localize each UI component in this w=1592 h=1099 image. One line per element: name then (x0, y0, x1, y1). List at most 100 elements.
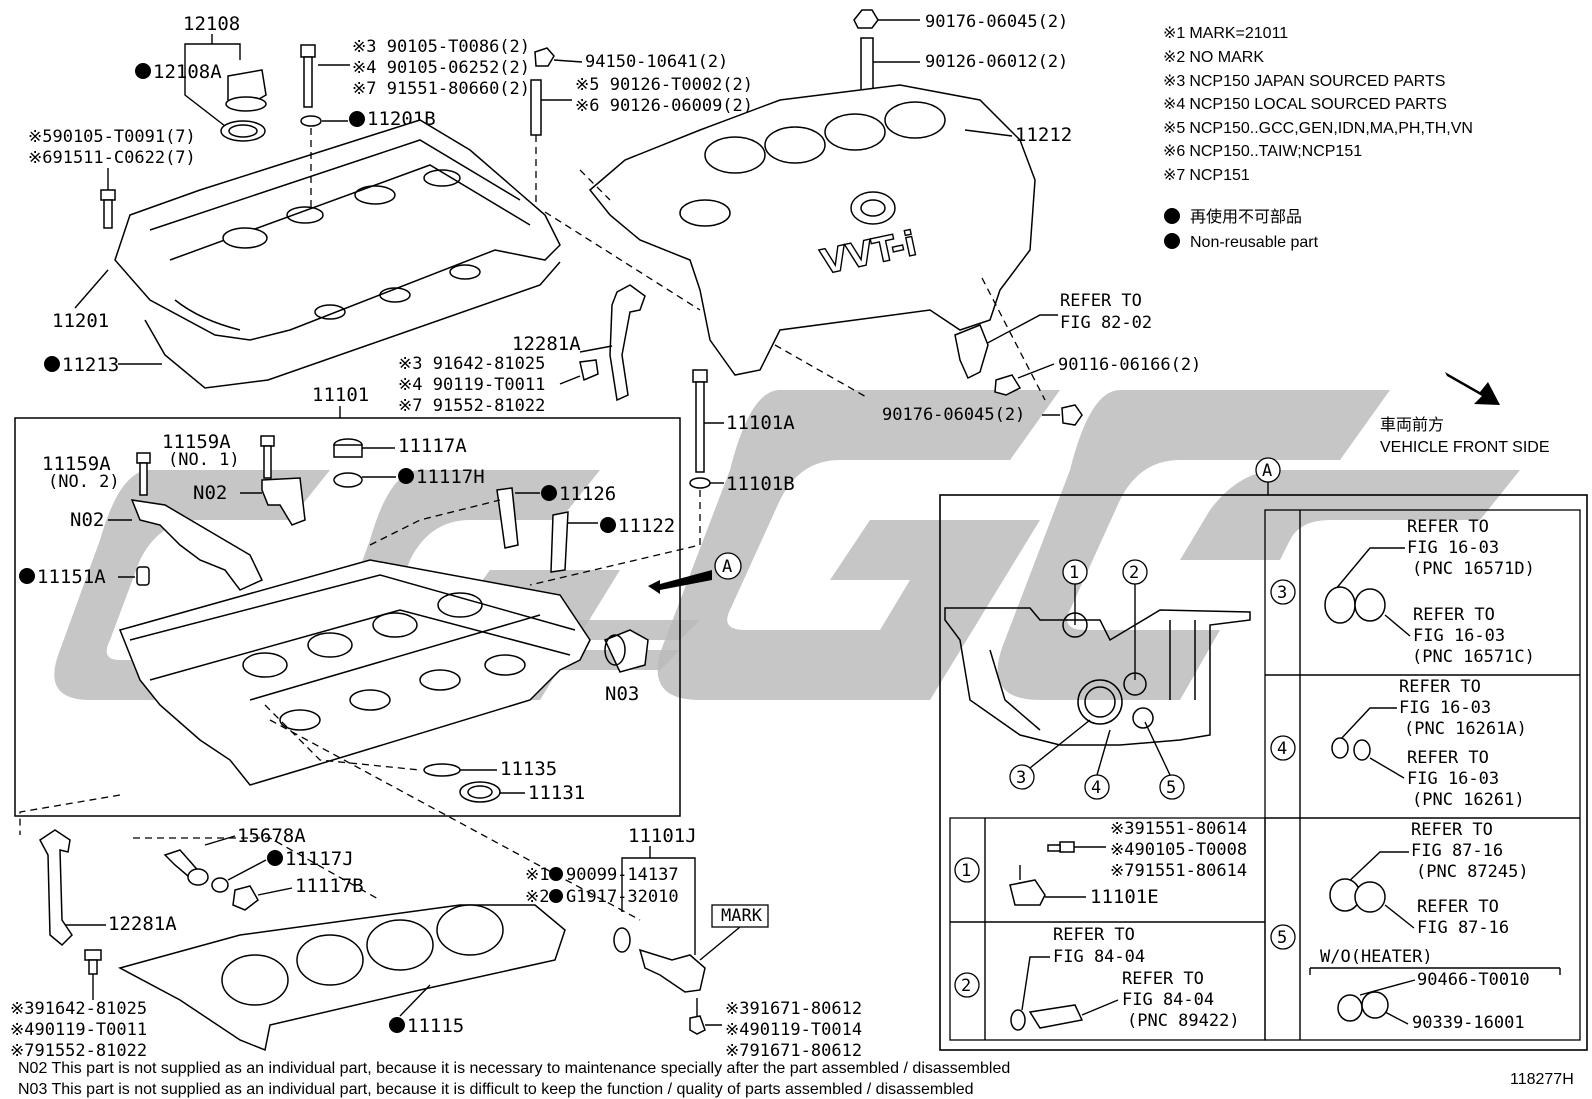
label-11201: 11201 (52, 310, 109, 332)
diagram-circle (398, 468, 414, 484)
label-r5: FIG 87-16 (1417, 918, 1509, 938)
label-p90119-t0014: ※490119-T0014 (725, 1020, 862, 1040)
diagram-ellipse (307, 632, 353, 658)
label-p90119-top: ※4 90119-T0011 (398, 375, 545, 395)
diagram-rect (263, 445, 272, 479)
note-5-text: NCP150..GCC,GEN,IDN,MA,PH,TH,VN (1189, 120, 1473, 137)
note-1-mark: ※1 (1163, 25, 1185, 42)
diagram-path (1334, 547, 1405, 591)
label-r6: (PNC 16261) (1412, 790, 1525, 810)
label-p90099: ※1 (525, 865, 549, 885)
diagram-path (174, 299, 241, 331)
diagram-path (689, 1015, 706, 1035)
note-5-mark: ※5 (1163, 120, 1185, 137)
label-p11101B: 11101B (726, 473, 795, 495)
front-arrow-icon (1445, 372, 1500, 405)
label-p90105-t0091: ※590105-T0091(7) (28, 127, 196, 147)
label-pN03: N03 (605, 683, 639, 705)
label-3: 4 (1091, 778, 1101, 798)
engine-cover-group: 90176-06045(2) 90126-06012(2) VVT-i 1121… (579, 9, 1072, 401)
note-4-text: NCP150 LOCAL SOURCED PARTS (1189, 96, 1447, 113)
label-11213: 11213 (62, 354, 119, 376)
vehicle-front-jp: 車両前方 (1380, 416, 1444, 434)
diagram-rect (692, 369, 708, 383)
diagram-circle (1270, 924, 1296, 950)
label-p15678A: 15678A (237, 825, 306, 847)
diagram-path (579, 345, 613, 353)
bearing-cap-no2 (130, 499, 264, 591)
label-c2: ※490105-T0008 (1110, 840, 1247, 860)
diagram-rect (84, 949, 102, 961)
diagram-circle (1159, 774, 1185, 800)
bracket-group: REFER TO FIG 82-02 90116-06166(2) 90176-… (882, 291, 1201, 426)
legend-dot-icon (1164, 233, 1180, 249)
diagram-rect (100, 189, 116, 201)
diagram-path (1265, 510, 1580, 1040)
label-p11126: 11126 (559, 483, 616, 505)
diagram-path (1384, 614, 1411, 637)
label-r2: FIG 16-03 (1407, 538, 1499, 558)
note-7-mark: ※7 (1163, 167, 1185, 184)
diagram-ellipse (1361, 991, 1389, 1019)
label-refer-82b: FIG 82-02 (1060, 313, 1152, 333)
note-6-text: NCP150..TAIW;NCP151 (1189, 143, 1362, 160)
diagram-circle (267, 850, 283, 866)
diagram-path (553, 59, 583, 63)
diagram-path (54, 470, 331, 700)
detail-a-panel: A 1 2 3 4 5 3 REFER (939, 457, 1588, 1051)
cylinder-head-cover (114, 119, 561, 341)
diagram-ellipse (222, 227, 268, 249)
diagram-circle (19, 568, 35, 584)
label-p11131: 11131 (528, 782, 585, 804)
diagram-ellipse (436, 904, 504, 956)
diagram-ellipse (604, 634, 626, 666)
label-r5: (PNC 89422) (1127, 1011, 1240, 1031)
diagram-path (169, 164, 531, 261)
diagram-text: ※4 90105-06252(2) (352, 58, 530, 78)
label-p90126-t0002: ※5 90126-T0002(2) (575, 75, 753, 95)
label-r3: REFER TO (1122, 969, 1204, 989)
diagram-path (133, 837, 381, 901)
diagram-ellipse (824, 113, 886, 151)
note-2-text: NO MARK (1189, 49, 1264, 66)
cylinder-head-group: 11101 12281A ※3 91642-81025 ※4 90119-T00… (19, 284, 795, 804)
diagram-ellipse (1354, 881, 1386, 913)
cover-bolt (300, 44, 316, 58)
cylinder-head (118, 559, 591, 786)
label-p91642-top: ※3 91642-81025 (398, 354, 545, 374)
seal-11131 (459, 781, 501, 803)
head-bolt (695, 381, 705, 473)
note-2-mark: ※2 (1163, 49, 1185, 66)
label-p91642-bot: ※391642-81025 (10, 999, 147, 1019)
label-0: 1 (961, 861, 971, 881)
label-r1: REFER TO (1053, 925, 1135, 945)
diagram-path (1169, 620, 1196, 700)
diagram-path (204, 835, 236, 846)
label-p11117B: 11117B (295, 875, 364, 897)
diagram-circle (1084, 686, 1116, 718)
label-r1: REFER TO (1399, 677, 1481, 697)
head-cover-gasket (144, 261, 561, 389)
diagram-text: ※1 (525, 865, 549, 885)
label-p90176-top: 90176-06045(2) (925, 12, 1068, 32)
diagram-path (1384, 1011, 1409, 1025)
head-bolt-washer (689, 477, 711, 489)
diagram-ellipse (221, 954, 289, 1006)
label-r4: REFER TO (1407, 748, 1489, 768)
diagram-rect (1264, 509, 1581, 1041)
diagram-rect (103, 199, 113, 229)
diagram-ellipse (423, 169, 461, 187)
diagram-rect (939, 494, 1588, 1051)
diagram-path (997, 390, 1390, 700)
sleeve-11126 (496, 487, 519, 549)
callout-a-circle (714, 552, 742, 580)
label-p11101A: 11101A (726, 412, 795, 434)
diagram-ellipse (366, 919, 434, 971)
diagram-path (129, 574, 576, 641)
label-r7: 90466-T0010 (1417, 970, 1530, 990)
label-2: 3 (1277, 583, 1287, 603)
